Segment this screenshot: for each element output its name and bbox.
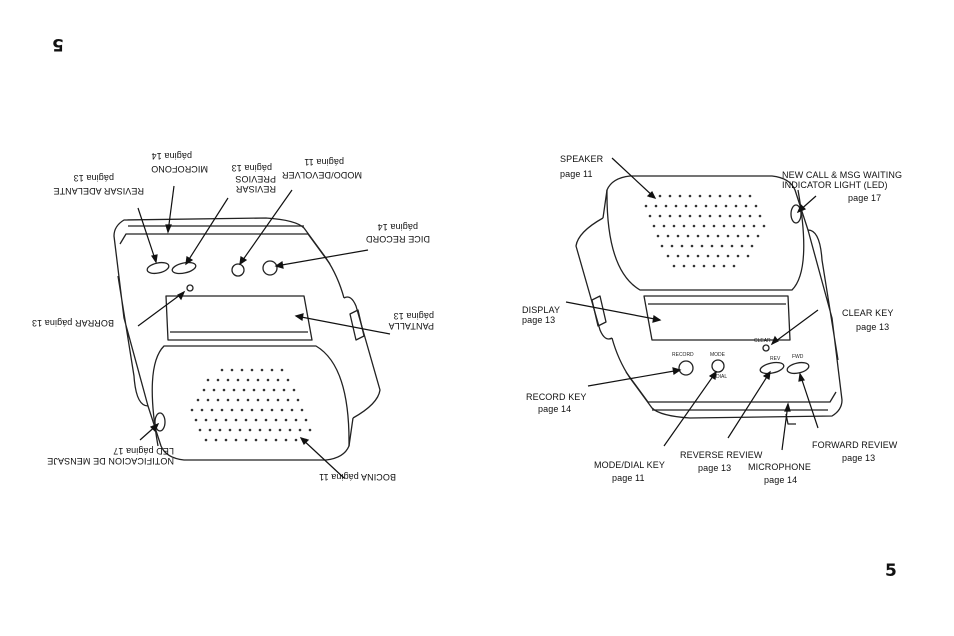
device-display bbox=[643, 295, 791, 341]
device-base bbox=[625, 371, 837, 403]
mode-dial-button bbox=[711, 359, 725, 373]
fwd-button bbox=[786, 361, 810, 375]
led-light bbox=[790, 204, 802, 224]
label-new-call-led: NEW CALL & MSG WAITING INDICATOR LIGHT (… bbox=[782, 170, 903, 203]
label-bocina: BOCINA página 11 bbox=[319, 472, 396, 482]
page-number-bottom: 5 bbox=[885, 561, 897, 581]
marking-dial: DIAL bbox=[716, 374, 727, 380]
device-illustration-english: RECORD MODE DIAL CLEAR REV FWD bbox=[565, 157, 843, 451]
label-notificacion-led: NOTIFICACION DE MENSAJE LED página 17 bbox=[47, 446, 174, 466]
label-borrar: BORRAR página 13 bbox=[31, 318, 114, 328]
speaker-grille bbox=[644, 194, 766, 268]
marking-clear: CLEAR bbox=[754, 338, 771, 344]
marking-rev: REV bbox=[770, 356, 781, 362]
manual-page: 5 5 bbox=[32, 34, 903, 581]
device-illustration-spanish bbox=[113, 185, 391, 479]
marking-fwd: FWD bbox=[792, 354, 804, 360]
device-body bbox=[611, 229, 843, 419]
device-back-side bbox=[602, 175, 809, 231]
device-diagram-spanish: BOCINA página 11 NOTIFICACION DE MENSAJE… bbox=[2, 18, 954, 636]
marking-record: RECORD bbox=[672, 352, 694, 358]
rev-button bbox=[759, 361, 785, 375]
marking-mode: MODE bbox=[710, 352, 726, 358]
device-back-housing bbox=[575, 217, 613, 340]
speaker-block bbox=[606, 189, 805, 291]
clear-button bbox=[762, 344, 770, 352]
record-button bbox=[678, 360, 694, 376]
